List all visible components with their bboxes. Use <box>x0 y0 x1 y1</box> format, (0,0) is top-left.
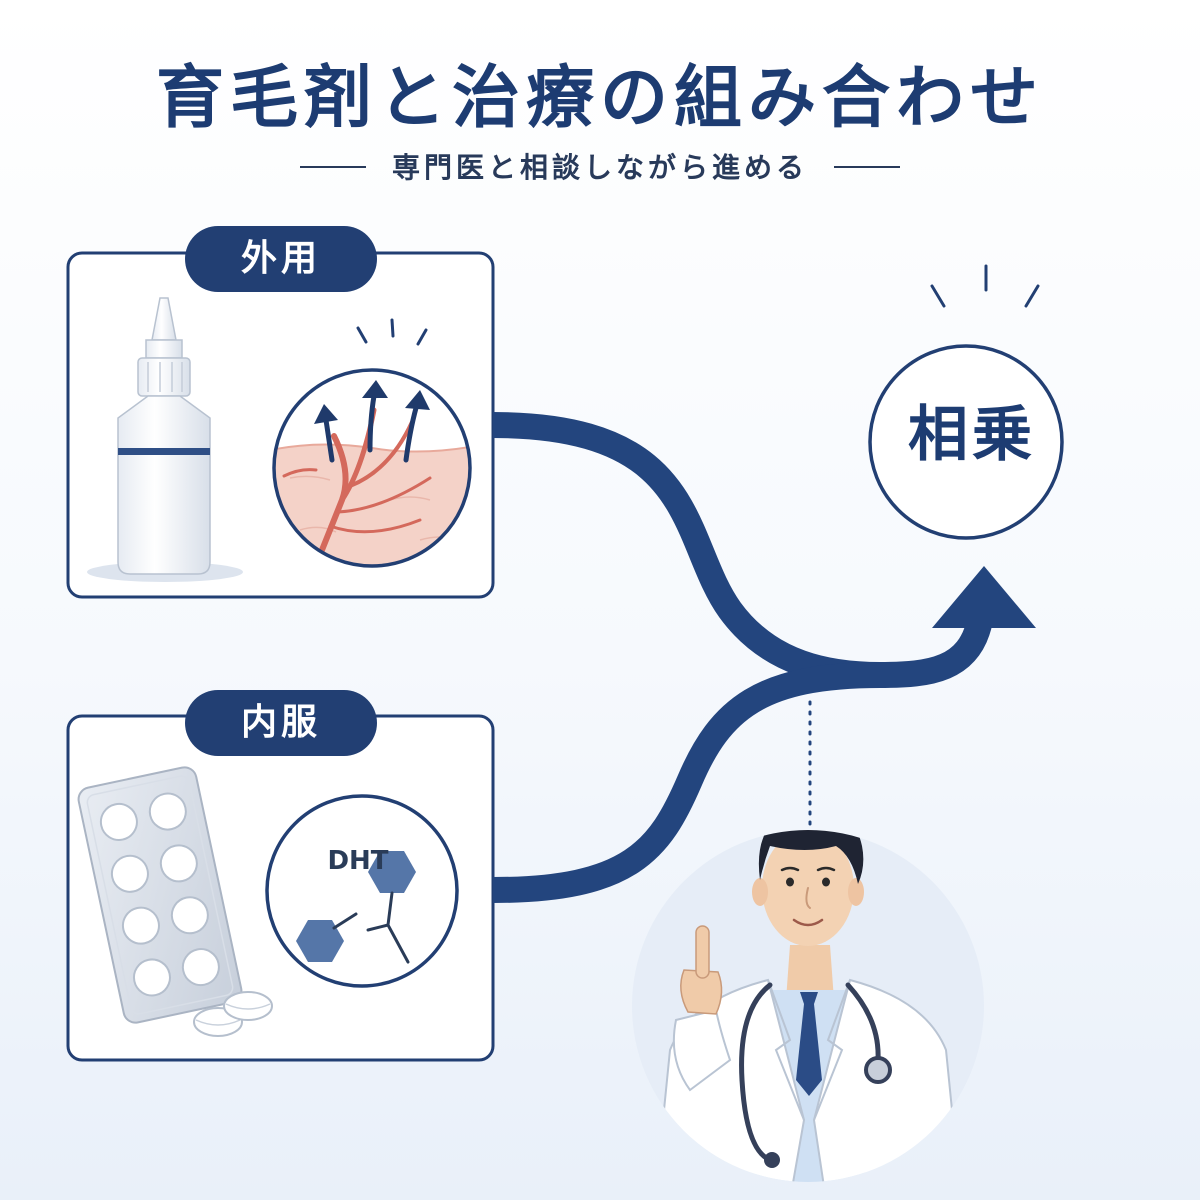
tablet-blister-pack-icon <box>77 766 273 1037</box>
oral-flow-line <box>492 662 881 903</box>
page-subtitle: 専門医と相談しながら進める <box>0 146 1200 186</box>
subtitle-text: 専門医と相談しながら進める <box>391 151 808 184</box>
oral-label-pill: 内服 <box>185 690 377 756</box>
synergy-circle <box>868 344 1064 540</box>
dropper-bottle-icon <box>87 297 243 582</box>
flow-arrowhead <box>932 566 1036 628</box>
dht-molecule-icon <box>265 794 459 988</box>
page-title: 育毛剤と治療の組み合わせ <box>155 59 1044 138</box>
topical-flow-line <box>492 412 993 689</box>
subtitle-left-rule <box>299 166 366 168</box>
scalp-blood-flow-icon <box>272 318 472 568</box>
sparkle-icon <box>930 264 1040 308</box>
dht-label: DHT <box>327 846 389 876</box>
topical-label-pill: 外用 <box>185 226 377 292</box>
doctor-illustration-icon <box>632 830 984 1182</box>
synergy-label: 相乗 <box>908 400 1036 470</box>
subtitle-right-rule <box>834 166 900 168</box>
